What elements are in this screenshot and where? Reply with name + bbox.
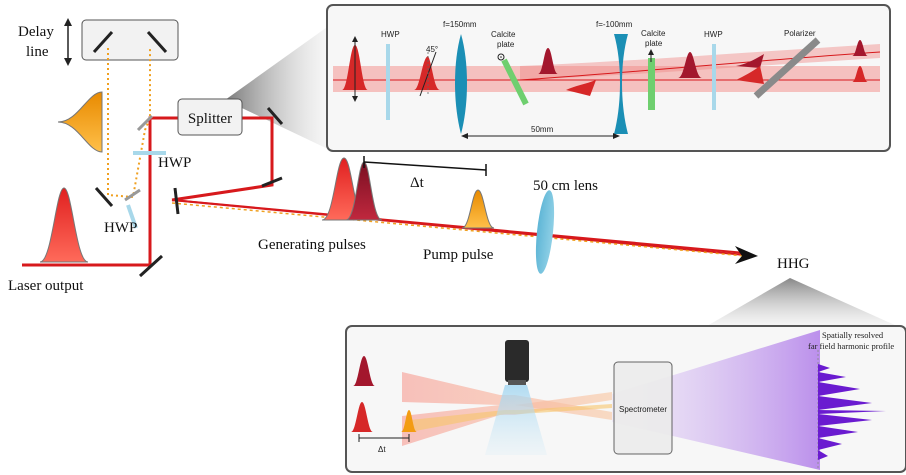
- splitter-box: [177, 98, 243, 136]
- distance-arrow-right: [613, 133, 620, 139]
- mirror-right-down: [261, 176, 283, 188]
- lens-label: 50 cm lens: [533, 178, 598, 194]
- inset-lens-concave: [614, 34, 628, 134]
- mirror-lower-right: [138, 254, 164, 278]
- inset-output-pulse-2: [852, 66, 868, 82]
- gas-nozzle-tip: [508, 380, 526, 385]
- delta-t-bar: [363, 161, 487, 171]
- delay-arrow-head-up: [64, 18, 72, 26]
- upper-inset-funnel: [225, 25, 330, 150]
- lower-inset-funnel: [700, 278, 906, 330]
- laser-output-label: Laser output: [8, 278, 84, 294]
- beam-axis-upper: [519, 51, 881, 81]
- calcite-plate-2: [648, 58, 655, 110]
- calcite-plate-1: [501, 58, 529, 106]
- pump-path-dotted: [107, 48, 151, 199]
- hhg-label: HHG: [777, 256, 810, 272]
- pump-pulse: [461, 189, 495, 229]
- delay-line-box: [81, 19, 179, 61]
- upper-inset: HWP 45° f=150mm Calcite plate f=-100mm 5…: [326, 4, 891, 152]
- inset-pulse-e: [736, 66, 764, 84]
- beam-to-hhg-2: [171, 199, 746, 256]
- inset-pulse-a: [538, 48, 558, 74]
- lower-pulse-1: [353, 356, 375, 386]
- lower-beam-lower: [402, 392, 612, 446]
- inset-lens-convex: [455, 34, 467, 134]
- optic-axis-dot: [497, 53, 505, 61]
- mirror-pump-lower: [94, 187, 114, 207]
- mirror-combine: [173, 187, 180, 215]
- delay-arrow-head-down: [64, 58, 72, 66]
- inset-pulse-d: [736, 54, 764, 68]
- lower-delta-label: Δt: [378, 445, 386, 454]
- profile-label-1: Spatially resolved: [822, 330, 884, 340]
- laser-output-pulse: [39, 187, 89, 263]
- generating-pulses-label: Generating pulses: [258, 237, 366, 253]
- gas-nozzle: [505, 340, 529, 382]
- lower-pump-pulse: [401, 410, 417, 432]
- polarization-arrow-up: [352, 36, 358, 42]
- delay-mirror-right: [146, 30, 168, 54]
- inset-pulse-b: [566, 80, 596, 96]
- hwp-upper-label: HWP: [158, 155, 191, 171]
- polarizer: [753, 37, 821, 99]
- combiner-mirror: [124, 188, 141, 202]
- pump-pulse-left: [57, 91, 103, 153]
- harmonic-emission: [612, 330, 820, 470]
- delay-line-label-1: Delay: [18, 24, 54, 40]
- lower-inset: Spectrometer Spatially resolved far fiel…: [345, 325, 906, 473]
- harmonic-profile: [818, 364, 886, 460]
- pump-pulse-label: Pump pulse: [423, 247, 494, 263]
- polarization-arrow-down: [352, 96, 358, 102]
- delta-t-label: Δt: [410, 175, 425, 191]
- optic-axis-arrow-head: [648, 49, 654, 55]
- delay-mirror-left: [92, 30, 114, 54]
- beam-band-2: [520, 44, 880, 80]
- optic-axis-dot-center: [500, 56, 502, 58]
- gas-jet-cone: [485, 385, 547, 455]
- inset-output-pulse-1: [852, 40, 868, 56]
- splitter-label: Splitter: [188, 111, 232, 127]
- lower-pump-beam: [410, 404, 612, 432]
- profile-label-2: far field harmonic profile: [808, 341, 894, 351]
- inset-rotated-pulse: [414, 56, 440, 90]
- calcite2-label-1: Calcite: [641, 29, 666, 38]
- mirror-upper-right: [266, 107, 284, 125]
- lens-50cm: [535, 190, 555, 274]
- polarizer-label: Polarizer: [784, 29, 816, 38]
- calcite1-label-2: plate: [497, 40, 515, 49]
- angle-label: 45°: [426, 45, 438, 54]
- distance-arrow-left: [461, 133, 468, 139]
- spectrometer-box: [613, 361, 673, 455]
- spectrometer-label: Spectrometer: [619, 405, 667, 414]
- hwp-lower-plate: [126, 204, 138, 229]
- inset-lens2-label: f=-100mm: [596, 20, 633, 29]
- inset-lens1-label: f=150mm: [443, 20, 477, 29]
- distance-label: 50mm: [531, 125, 554, 134]
- hwp-lower-label: HWP: [104, 220, 137, 236]
- inset-hwp-right-label: HWP: [704, 30, 723, 39]
- calcite1-label-1: Calcite: [491, 30, 516, 39]
- inset-pulse-c: [678, 52, 702, 78]
- delay-line-label-2: line: [26, 44, 49, 60]
- lower-pulse-2: [351, 402, 373, 432]
- calcite2-label-2: plate: [645, 39, 663, 48]
- inset-hwp-left-label: HWP: [381, 30, 400, 39]
- splitter-mirror: [136, 114, 154, 132]
- hhg-arrow-head: [735, 246, 758, 264]
